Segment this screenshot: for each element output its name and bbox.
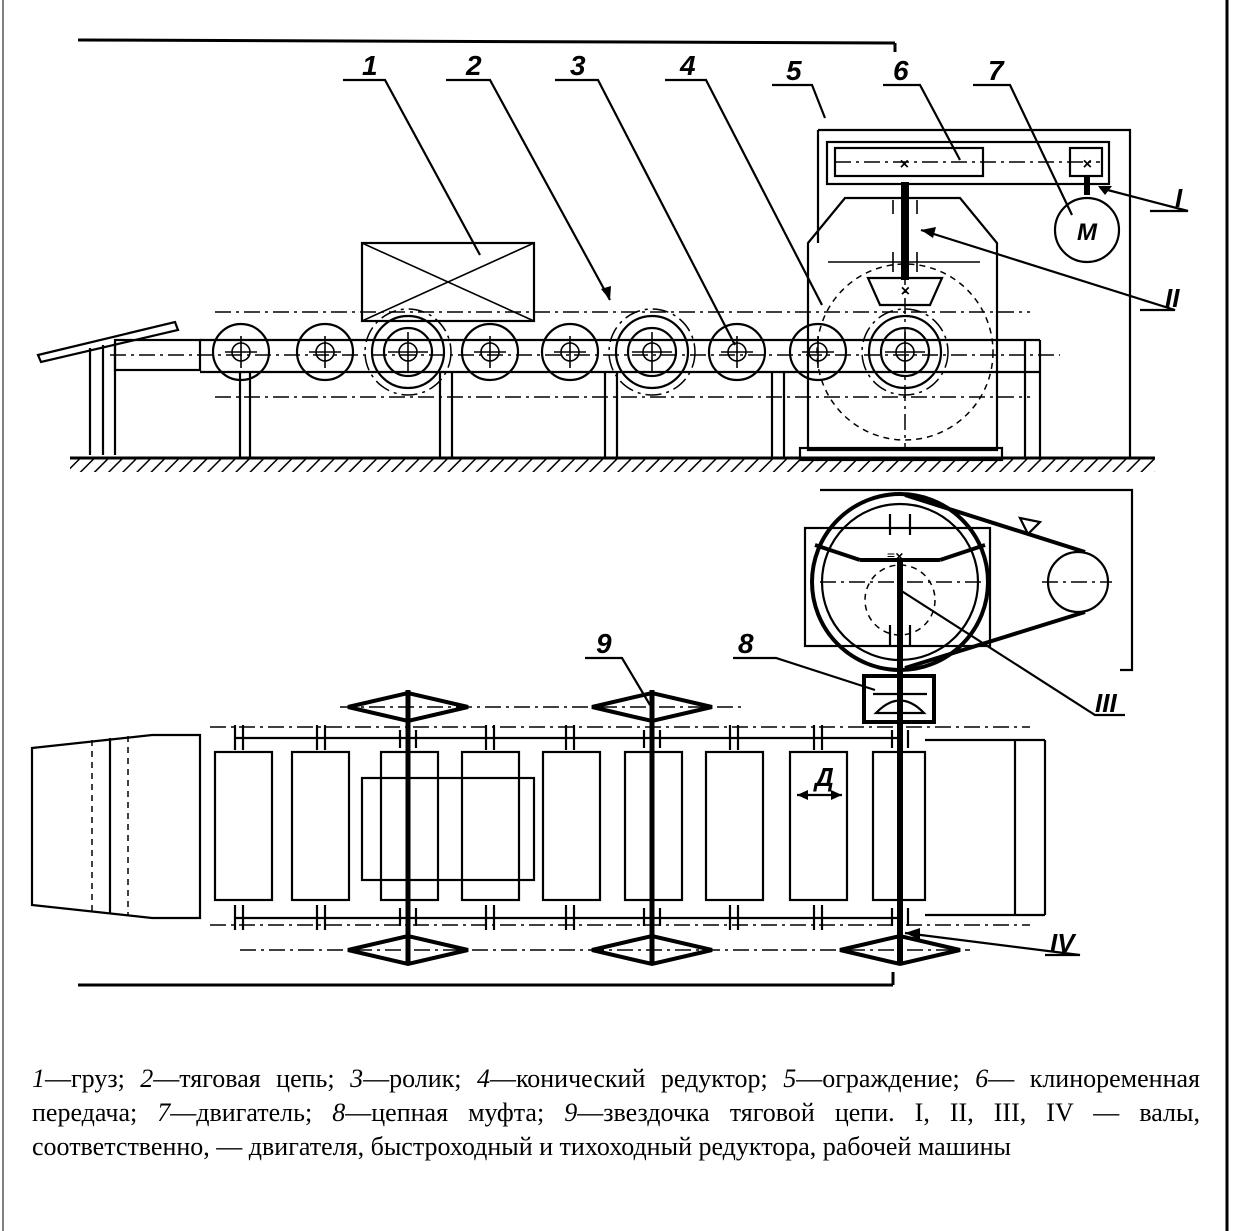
- caption-num: 1: [32, 1064, 45, 1093]
- caption-num: 7: [157, 1098, 171, 1127]
- roller: [364, 308, 452, 396]
- roller: [540, 322, 600, 382]
- roller: [460, 322, 520, 382]
- label-9: 9: [596, 628, 612, 659]
- bottom-dimension-line: [78, 972, 895, 987]
- plan-bearings: [233, 725, 824, 930]
- label-8: 8: [738, 628, 754, 659]
- pitch-label: Д: [813, 762, 834, 792]
- leader-arrows: [601, 186, 1112, 940]
- svg-text:×: ×: [900, 283, 909, 300]
- caption-text: —ограждение;: [796, 1064, 976, 1093]
- callout-labels: 1 2 3 4 5 6 7 I II III IV 8 9: [362, 50, 1183, 958]
- sprockets: [240, 690, 970, 967]
- caption-num: 9: [564, 1098, 578, 1127]
- caption-text: —двигатель;: [170, 1098, 333, 1127]
- caption-num: 4: [476, 1064, 490, 1093]
- label-shaft-II: II: [1165, 283, 1180, 313]
- sprocket: [347, 933, 469, 967]
- label-6: 6: [893, 55, 909, 86]
- side-view: × × × M: [36, 128, 1132, 462]
- label-2: 2: [465, 50, 482, 81]
- motor: M: [1053, 196, 1121, 264]
- guard-enclosure: [816, 128, 1132, 458]
- motor-label: M: [1077, 219, 1098, 246]
- caption-text: —цепная муфта;: [345, 1098, 565, 1127]
- plan-belt-drive: ≡×: [803, 488, 1134, 672]
- plan-frame: [210, 726, 1047, 926]
- caption-text: —конический редуктор;: [489, 1064, 784, 1093]
- inclined-chute: [36, 320, 180, 455]
- caption-num: 3: [350, 1064, 364, 1093]
- conveyor-frame: [110, 311, 1060, 458]
- v-belt-drive: × ×: [825, 140, 1111, 195]
- roller: [211, 322, 271, 382]
- caption-num: 2: [140, 1064, 154, 1093]
- leaders: [343, 78, 1189, 957]
- load-box: [360, 241, 536, 323]
- top-dimension-line: [77, 38, 897, 52]
- caption-num: 5: [783, 1064, 797, 1093]
- svg-text:×: ×: [899, 156, 908, 173]
- svg-text:≡×: ≡×: [887, 548, 903, 564]
- label-4: 4: [679, 50, 696, 81]
- roller: [608, 308, 696, 396]
- caption-num: 6: [975, 1064, 989, 1093]
- chain-coupling: [862, 674, 936, 724]
- sprocket-shafts: [398, 560, 910, 965]
- plan-load: [360, 776, 536, 882]
- plan-entry-chute: [30, 733, 202, 920]
- caption-text: —ролик;: [363, 1064, 477, 1093]
- label-5: 5: [786, 55, 802, 86]
- caption-text: —звездочка тяговой цепи. I, II, III, IV …: [32, 1098, 1200, 1161]
- pitch-dimension: Д: [797, 762, 842, 800]
- roller: [707, 322, 767, 382]
- label-shaft-III: III: [1095, 688, 1117, 718]
- plan-view: Д ≡×: [30, 488, 1134, 987]
- caption-text: — клиноременная передача;: [32, 1064, 1200, 1127]
- caption-num: 8: [332, 1098, 346, 1127]
- caption-text: —тяговая цепь;: [153, 1064, 351, 1093]
- bevel-gearbox: ×: [798, 182, 1004, 462]
- rollers: [211, 308, 949, 396]
- figure-caption: 1—груз; 2—тяговая цепь; 3—ролик; 4—конич…: [32, 1062, 1200, 1164]
- label-3: 3: [570, 50, 586, 81]
- label-7: 7: [988, 55, 1005, 86]
- svg-text:×: ×: [1082, 156, 1091, 173]
- roller: [295, 322, 355, 382]
- label-shaft-IV: IV: [1050, 928, 1077, 958]
- caption-text: —груз;: [45, 1064, 141, 1093]
- label-shaft-I: I: [1175, 183, 1183, 213]
- label-1: 1: [362, 50, 378, 81]
